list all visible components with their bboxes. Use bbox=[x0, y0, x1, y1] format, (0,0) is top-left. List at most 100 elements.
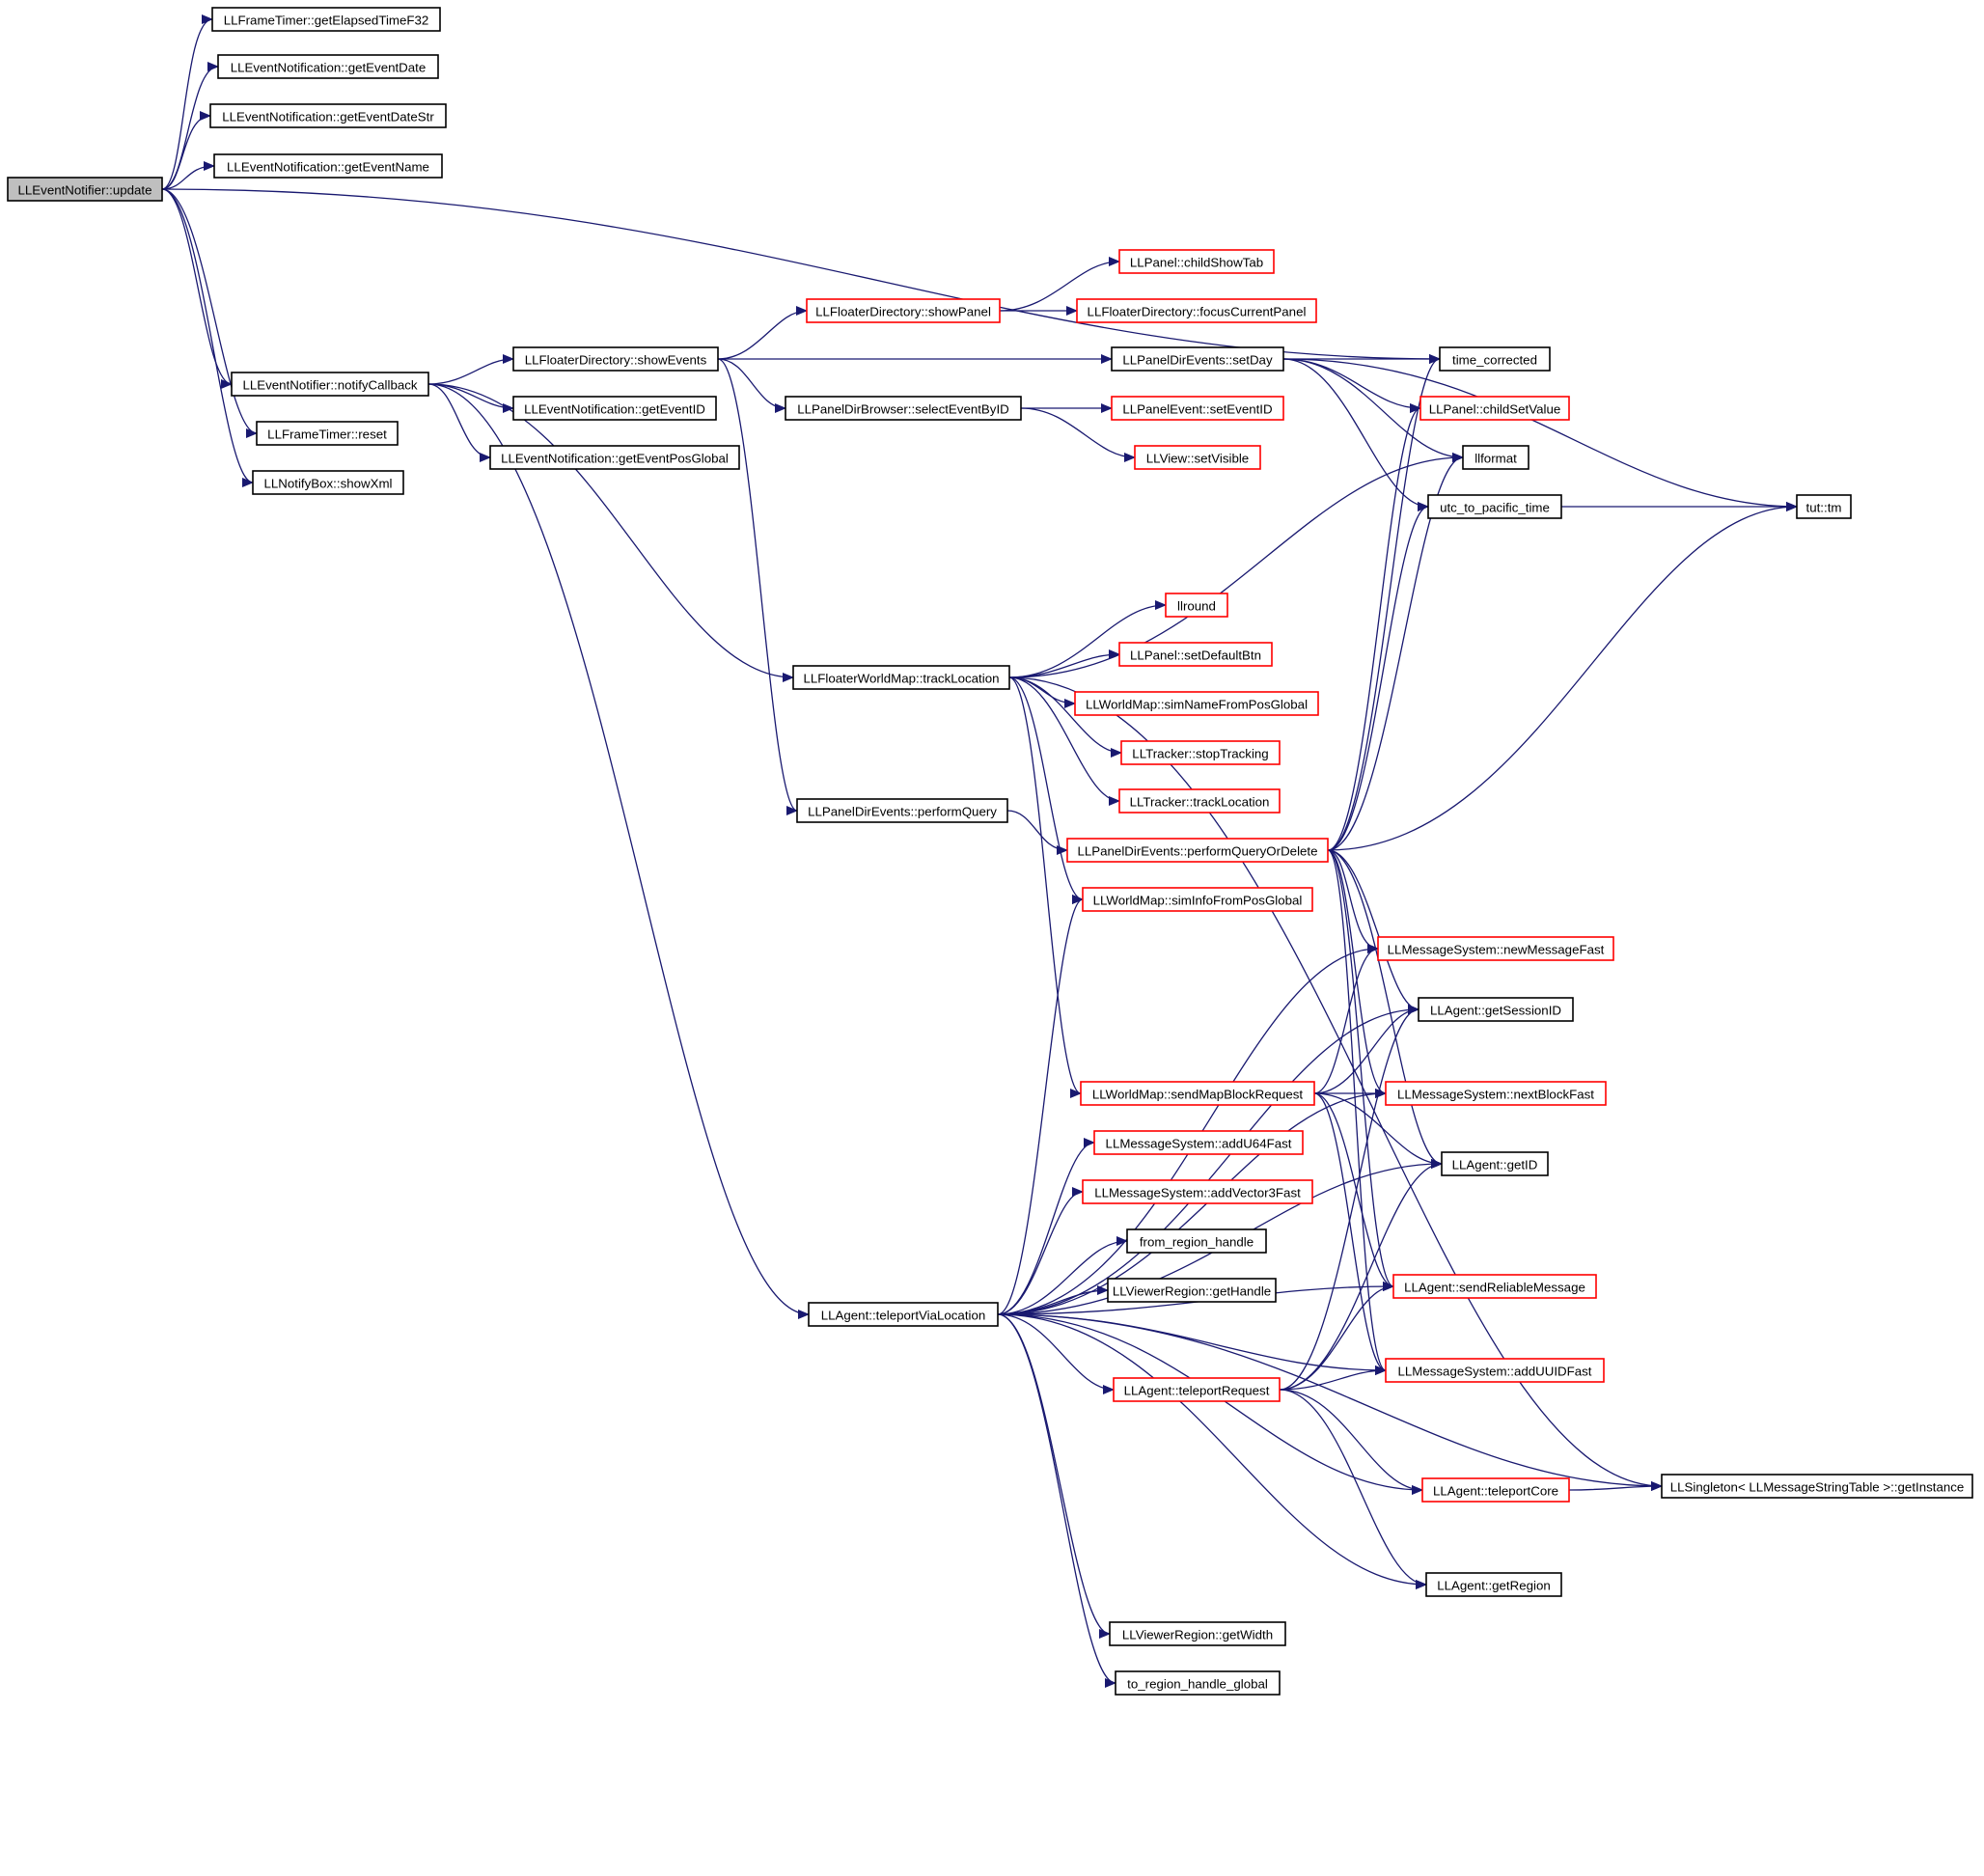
edge-teleportViaLocation-to-simInfoFromPosGlobal bbox=[997, 895, 1084, 1315]
edge-performQueryOrDelete-to-llformat bbox=[1327, 453, 1464, 851]
node-simInfoFromPosGlobal[interactable]: LLWorldMap::simInfoFromPosGlobal bbox=[1082, 887, 1313, 912]
node-box bbox=[1082, 887, 1313, 912]
node-focusCurrentPanel[interactable]: LLFloaterDirectory::focusCurrentPanel bbox=[1076, 298, 1317, 323]
node-getWidth[interactable]: LLViewerRegion::getWidth bbox=[1109, 1621, 1286, 1646]
node-notifyCallback[interactable]: LLEventNotifier::notifyCallback bbox=[231, 372, 429, 397]
node-addU64Fast[interactable]: LLMessageSystem::addU64Fast bbox=[1093, 1130, 1304, 1155]
node-label: LLMessageSystem::addUUIDFast bbox=[1397, 1365, 1591, 1379]
node-addVector3Fast[interactable]: LLMessageSystem::addVector3Fast bbox=[1082, 1179, 1313, 1204]
node-label: LLAgent::getRegion bbox=[1437, 1579, 1551, 1593]
node-label: LLTracker::stopTracking bbox=[1132, 747, 1268, 761]
edge-teleportViaLocation-to-getRegion bbox=[997, 1313, 1427, 1589]
node-llround[interactable]: llround bbox=[1165, 593, 1228, 618]
node-getEventDate[interactable]: LLEventNotification::getEventDate bbox=[217, 54, 439, 79]
node-box bbox=[512, 396, 717, 421]
node-box bbox=[1418, 997, 1574, 1022]
node-box bbox=[213, 153, 443, 179]
node-llformat[interactable]: llformat bbox=[1462, 445, 1529, 470]
edge-performQueryOrDelete-to-addUUIDFast bbox=[1327, 849, 1387, 1375]
node-addUUIDFast[interactable]: LLMessageSystem::addUUIDFast bbox=[1385, 1358, 1605, 1383]
node-getEventDateStr[interactable]: LLEventNotification::getEventDateStr bbox=[209, 103, 447, 128]
node-label: LLMessageSystem::nextBlockFast bbox=[1397, 1088, 1594, 1102]
edge-trackLocation-to-llround bbox=[1008, 600, 1167, 678]
node-selectEventByID[interactable]: LLPanelDirBrowser::selectEventByID bbox=[785, 396, 1022, 421]
node-teleportViaLocation[interactable]: LLAgent::teleportViaLocation bbox=[808, 1302, 999, 1327]
edge-teleportRequest-to-teleportCore bbox=[1279, 1389, 1423, 1495]
edge-performQuery-to-performQueryOrDelete bbox=[1006, 810, 1068, 855]
node-label: utc_to_pacific_time bbox=[1440, 501, 1550, 515]
node-reset[interactable]: LLFrameTimer::reset bbox=[256, 421, 399, 446]
node-getElapsed[interactable]: LLFrameTimer::getElapsedTimeF32 bbox=[211, 7, 441, 32]
node-newMessageFast[interactable]: LLMessageSystem::newMessageFast bbox=[1377, 936, 1614, 961]
edge-teleportViaLocation-to-addVector3Fast bbox=[997, 1187, 1084, 1315]
edge-setDay-to-tut_tm bbox=[1282, 358, 1798, 511]
node-showEvents[interactable]: LLFloaterDirectory::showEvents bbox=[512, 346, 719, 372]
node-getEventName[interactable]: LLEventNotification::getEventName bbox=[213, 153, 443, 179]
node-box bbox=[806, 298, 1001, 323]
node-box bbox=[1109, 1621, 1286, 1646]
node-label: LLMessageSystem::newMessageFast bbox=[1388, 943, 1605, 957]
node-performQuery[interactable]: LLPanelDirEvents::performQuery bbox=[796, 798, 1008, 823]
edge-teleportViaLocation-to-getSessionID bbox=[997, 1005, 1419, 1315]
node-sendMapBlockRequest[interactable]: LLWorldMap::sendMapBlockRequest bbox=[1080, 1081, 1315, 1106]
node-childShowTab[interactable]: LLPanel::childShowTab bbox=[1118, 249, 1275, 274]
edge-update-to-getEventDate bbox=[161, 62, 219, 190]
node-stopTracking[interactable]: LLTracker::stopTracking bbox=[1120, 740, 1281, 765]
node-box bbox=[7, 177, 163, 202]
node-box bbox=[792, 665, 1010, 690]
node-setVisible[interactable]: LLView::setVisible bbox=[1134, 445, 1261, 470]
edge-teleportRequest-to-getID bbox=[1279, 1159, 1443, 1391]
node-setEventID[interactable]: LLPanelEvent::setEventID bbox=[1111, 396, 1284, 421]
edge-performQueryOrDelete-to-childSetValue bbox=[1327, 403, 1421, 851]
node-box bbox=[489, 445, 740, 470]
edge-update-to-getEventDateStr bbox=[161, 111, 211, 190]
node-simNameFromPosGlobal[interactable]: LLWorldMap::simNameFromPosGlobal bbox=[1074, 691, 1319, 716]
node-label: time_corrected bbox=[1452, 353, 1537, 368]
node-box bbox=[1377, 936, 1614, 961]
edge-teleportViaLocation-to-addU64Fast bbox=[997, 1138, 1095, 1315]
node-nextBlockFast[interactable]: LLMessageSystem::nextBlockFast bbox=[1385, 1081, 1607, 1106]
node-getInstance[interactable]: LLSingleton< LLMessageStringTable >::get… bbox=[1661, 1474, 1973, 1499]
node-showPanel[interactable]: LLFloaterDirectory::showPanel bbox=[806, 298, 1001, 323]
node-box bbox=[796, 798, 1008, 823]
node-setDefaultBtn[interactable]: LLPanel::setDefaultBtn bbox=[1118, 642, 1273, 667]
node-getSessionID[interactable]: LLAgent::getSessionID bbox=[1418, 997, 1574, 1022]
node-label: llround bbox=[1177, 599, 1216, 614]
edge-showPanel-to-childShowTab bbox=[999, 257, 1120, 312]
node-box bbox=[785, 396, 1022, 421]
node-label: LLPanel::childSetValue bbox=[1429, 402, 1561, 417]
edge-performQueryOrDelete-to-time_corrected bbox=[1327, 354, 1441, 851]
node-from_region_handle[interactable]: from_region_handle bbox=[1126, 1228, 1267, 1254]
edge-setDay-to-childSetValue bbox=[1282, 358, 1421, 413]
node-box bbox=[1425, 1572, 1562, 1597]
node-box bbox=[1165, 593, 1228, 618]
node-time_corrected[interactable]: time_corrected bbox=[1439, 346, 1551, 372]
node-performQueryOrDelete[interactable]: LLPanelDirEvents::performQueryOrDelete bbox=[1066, 838, 1329, 863]
edge-performQueryOrDelete-to-getID bbox=[1327, 849, 1443, 1169]
edge-update-to-getEventName bbox=[161, 161, 215, 190]
edge-teleportViaLocation-to-teleportRequest bbox=[997, 1313, 1115, 1394]
node-trackerTrackLocation[interactable]: LLTracker::trackLocation bbox=[1118, 788, 1281, 814]
node-update[interactable]: LLEventNotifier::update bbox=[7, 177, 163, 202]
node-getID[interactable]: LLAgent::getID bbox=[1441, 1151, 1549, 1176]
node-getRegion[interactable]: LLAgent::getRegion bbox=[1425, 1572, 1562, 1597]
node-label: LLSingleton< LLMessageStringTable >::get… bbox=[1670, 1480, 1965, 1495]
node-getEventID[interactable]: LLEventNotification::getEventID bbox=[512, 396, 717, 421]
node-teleportRequest[interactable]: LLAgent::teleportRequest bbox=[1113, 1377, 1281, 1402]
node-childSetValue[interactable]: LLPanel::childSetValue bbox=[1419, 396, 1570, 421]
node-getEventPosGlobal[interactable]: LLEventNotification::getEventPosGlobal bbox=[489, 445, 740, 470]
edge-sendMapBlockRequest-to-addUUIDFast bbox=[1313, 1092, 1387, 1375]
node-tut_tm[interactable]: tut::tm bbox=[1796, 494, 1852, 519]
node-box bbox=[1093, 1130, 1304, 1155]
node-setDay[interactable]: LLPanelDirEvents::setDay bbox=[1111, 346, 1284, 372]
node-label: tut::tm bbox=[1806, 501, 1842, 515]
node-getHandle[interactable]: LLViewerRegion::getHandle bbox=[1107, 1278, 1277, 1303]
node-teleportCore[interactable]: LLAgent::teleportCore bbox=[1421, 1477, 1570, 1503]
edge-update-to-showXml bbox=[161, 188, 254, 487]
node-showXml[interactable]: LLNotifyBox::showXml bbox=[252, 470, 404, 495]
node-utc_to_pacific_time[interactable]: utc_to_pacific_time bbox=[1427, 494, 1562, 519]
node-trackLocation[interactable]: LLFloaterWorldMap::trackLocation bbox=[792, 665, 1010, 690]
node-to_region_handle_global[interactable]: to_region_handle_global bbox=[1115, 1670, 1281, 1696]
edge-update-to-time_corrected bbox=[161, 188, 1441, 364]
node-sendReliableMessage[interactable]: LLAgent::sendReliableMessage bbox=[1392, 1274, 1597, 1299]
